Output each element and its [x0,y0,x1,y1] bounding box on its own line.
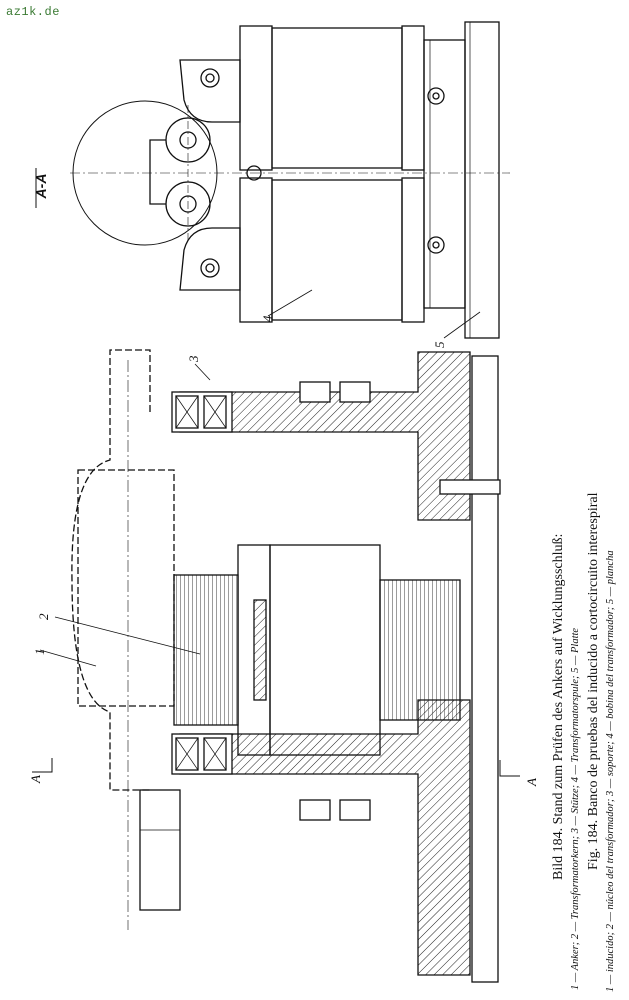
section-mark-right: A [524,778,539,787]
watermark-text: az1k.de [6,5,60,19]
caption-german-legend: 1 — Anker; 2 — Transformatorkern; 3 — St… [570,628,581,990]
caption-spanish-title: Fig. 184. Banco de pruebas del inducido … [586,492,601,870]
transformer-coil [269,544,381,756]
part-label-3: 3 [186,355,201,363]
caption-german-title: Bild 184. Stand zum Prüfen des Ankers au… [551,534,566,880]
part-label-2: 2 [36,613,51,620]
part-label-1: 1 [32,649,47,656]
support-lower [179,699,471,976]
part-label-4: 4 [260,315,275,322]
armature-outline [71,349,151,791]
coil-lower [271,179,403,321]
shaft [139,789,181,911]
support-upper [179,351,471,521]
base-plate-lower [471,355,499,983]
longitudinal-section [32,349,520,983]
section-mark-left: A [28,775,43,784]
coil-upper [271,27,403,169]
section-view-a-a [70,21,510,339]
caption-spanish-legend: 1 — inducido; 2 — núcleo del transformad… [605,550,616,992]
part-label-5: 5 [432,341,447,348]
section-title: A-A [33,174,49,200]
